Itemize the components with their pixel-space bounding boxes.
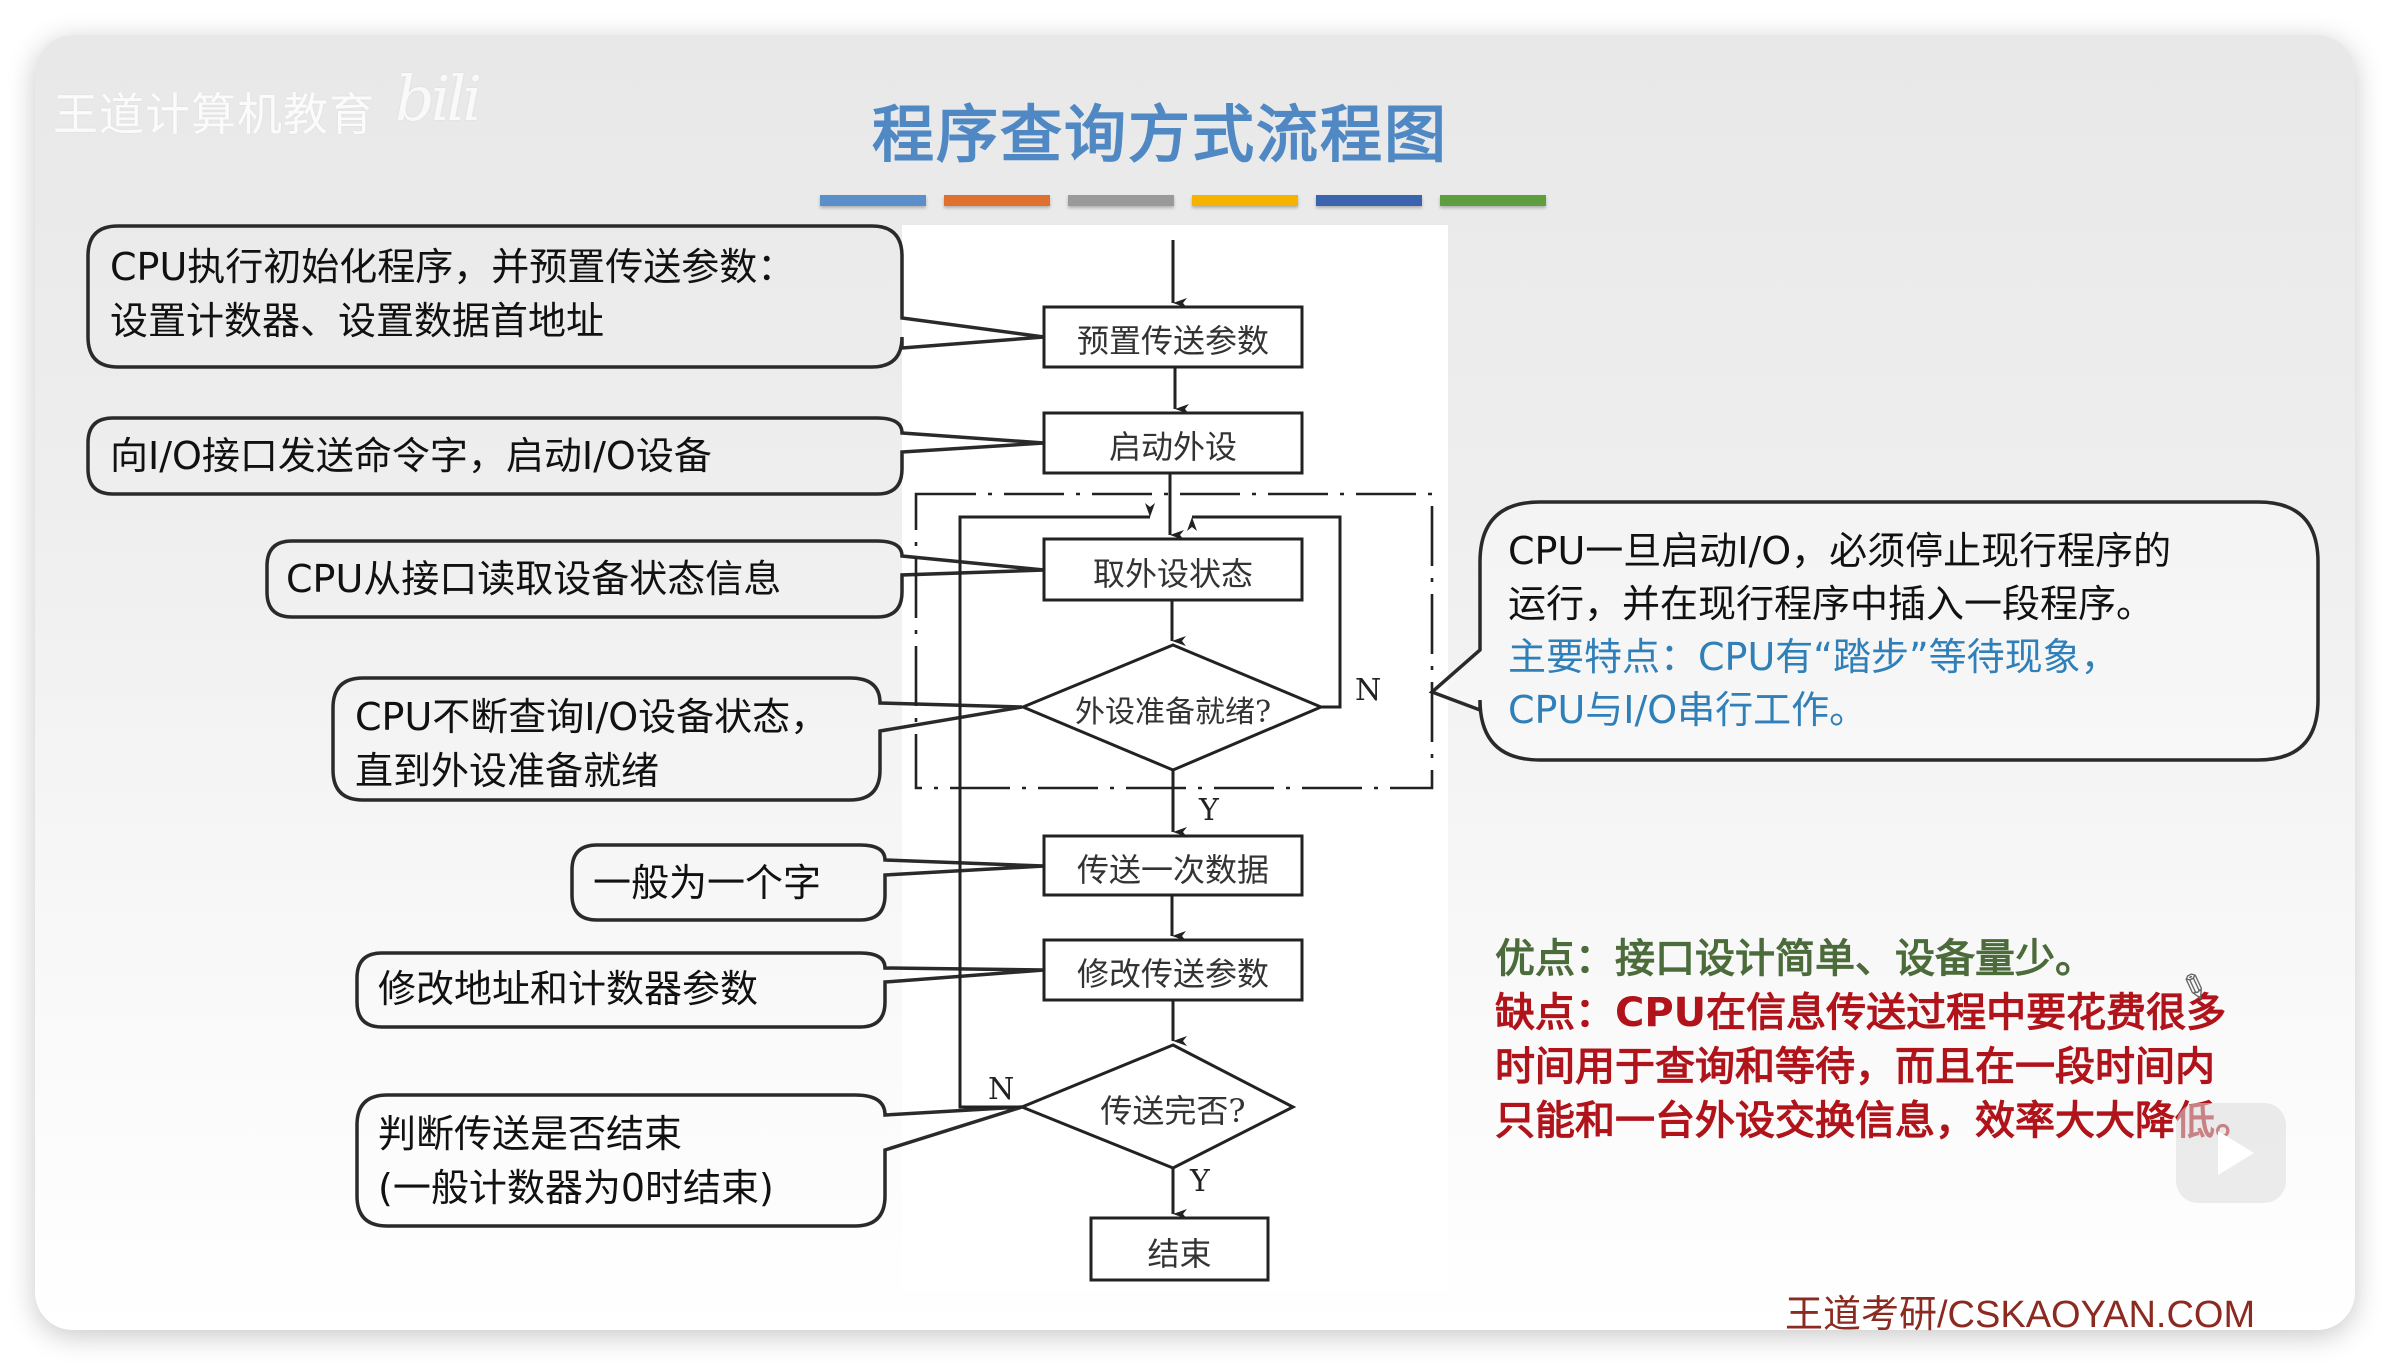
callout-line: 修改地址和计数器参数 bbox=[378, 967, 759, 1011]
callout-line: CPU不断查询I/O设备状态， bbox=[355, 695, 829, 739]
callout-line: (一般计数器为0时结束) bbox=[378, 1166, 774, 1210]
node-label: 启动外设 bbox=[1108, 428, 1237, 466]
callout-6: 修改地址和计数器参数 bbox=[378, 962, 758, 1016]
node-label: 传送一次数据 bbox=[1076, 851, 1269, 889]
node-preset bbox=[1042, 305, 1304, 369]
node-start bbox=[1042, 411, 1304, 475]
play-button[interactable] bbox=[2176, 1103, 2286, 1203]
color-bar bbox=[1440, 195, 1546, 206]
branch-label-no: N bbox=[1355, 673, 1382, 708]
callout-line: CPU执行初始化程序，并预置传送参数： bbox=[110, 245, 796, 289]
callout-bubble-3 bbox=[265, 539, 1045, 619]
callout-line: CPU一旦启动I/O，必须停止现行程序的 bbox=[1508, 529, 2172, 573]
cons-text: 缺点：CPU在信息传送过程中要花费很多 bbox=[1495, 990, 2227, 1036]
right-callout-bubble bbox=[1428, 500, 2320, 762]
key-feature-line: 主要特点：CPU有“踏步”等待现象， bbox=[1508, 635, 2119, 679]
callout-line: CPU从接口读取设备状态信息 bbox=[286, 557, 782, 601]
right-callout-text: CPU一旦启动I/O，必须停止现行程序的 运行，并在现行程序中插入一段程序。 主… bbox=[1508, 525, 2171, 737]
callout-bubble-4 bbox=[331, 676, 1023, 802]
node-label: 修改传送参数 bbox=[1076, 955, 1269, 993]
outer-loop-line bbox=[958, 503, 1155, 1109]
color-bar bbox=[1068, 195, 1174, 206]
node-end bbox=[1089, 1216, 1270, 1282]
color-bar bbox=[944, 195, 1050, 206]
node-label: 传送完否? bbox=[1100, 1092, 1246, 1130]
inner-loop-line bbox=[1187, 515, 1342, 709]
callout-4: CPU不断查询I/O设备状态， 直到外设准备就绪 bbox=[355, 690, 828, 798]
callout-bubble-2 bbox=[86, 416, 1045, 496]
callout-line: 运行，并在现行程序中插入一段程序。 bbox=[1508, 582, 2155, 626]
footer-brand: 王道考研/CSKAOYAN.COM bbox=[1785, 1294, 2256, 1336]
callout-line: 设置计数器、设置数据首地址 bbox=[110, 299, 605, 343]
callout-line: 判断传送是否结束 bbox=[378, 1112, 683, 1156]
callout-bubble-5 bbox=[570, 843, 1045, 922]
branch-label-no: N bbox=[988, 1072, 1015, 1107]
branch-label-yes: Y bbox=[1199, 793, 1219, 828]
node-modify bbox=[1042, 938, 1304, 1002]
title-color-bars bbox=[820, 195, 1546, 206]
color-bar bbox=[1192, 195, 1298, 206]
callout-2: 向I/O接口发送命令字，启动I/O设备 bbox=[110, 429, 712, 483]
cons-text: 只能和一台外设交换信息，效率大大降低。 bbox=[1495, 1098, 2255, 1144]
callout-5: 一般为一个字 bbox=[593, 856, 821, 910]
color-bar bbox=[820, 195, 926, 206]
callout-3: CPU从接口读取设备状态信息 bbox=[286, 552, 781, 606]
pros-text: 优点：接口设计简单、设备量少。 bbox=[1495, 936, 2095, 982]
cons-text: 时间用于查询和等待，而且在一段时间内 bbox=[1495, 1044, 2215, 1090]
callout-7: 判断传送是否结束 (一般计数器为0时结束) bbox=[378, 1107, 774, 1215]
callout-line: 一般为一个字 bbox=[593, 861, 822, 905]
slide-title: 程序查询方式流程图 bbox=[871, 98, 1448, 171]
callout-1: CPU执行初始化程序，并预置传送参数： 设置计数器、设置数据首地址 bbox=[110, 240, 795, 348]
node-label: 外设准备就绪? bbox=[1074, 695, 1272, 730]
node-label: 预置传送参数 bbox=[1076, 322, 1269, 360]
pros-cons: 优点：接口设计简单、设备量少。 缺点：CPU在信息传送过程中要花费很多 时间用于… bbox=[1495, 932, 2255, 1148]
color-bar bbox=[1316, 195, 1422, 206]
callout-bubble-1 bbox=[86, 224, 1045, 369]
callout-line: 直到外设准备就绪 bbox=[355, 749, 660, 793]
key-feature-line: CPU与I/O串行工作。 bbox=[1508, 688, 1868, 732]
watermark-text: 王道计算机教育 bbox=[53, 88, 376, 141]
node-label: 结束 bbox=[1147, 1235, 1212, 1273]
bilibili-logo-icon: bili bbox=[395, 62, 482, 135]
branch-label-yes: Y bbox=[1190, 1164, 1210, 1199]
callout-line: 向I/O接口发送命令字，启动I/O设备 bbox=[110, 434, 712, 478]
callout-bubble-6 bbox=[355, 951, 1045, 1029]
node-label: 取外设状态 bbox=[1092, 555, 1253, 593]
callout-bubble-7 bbox=[355, 1093, 1023, 1228]
